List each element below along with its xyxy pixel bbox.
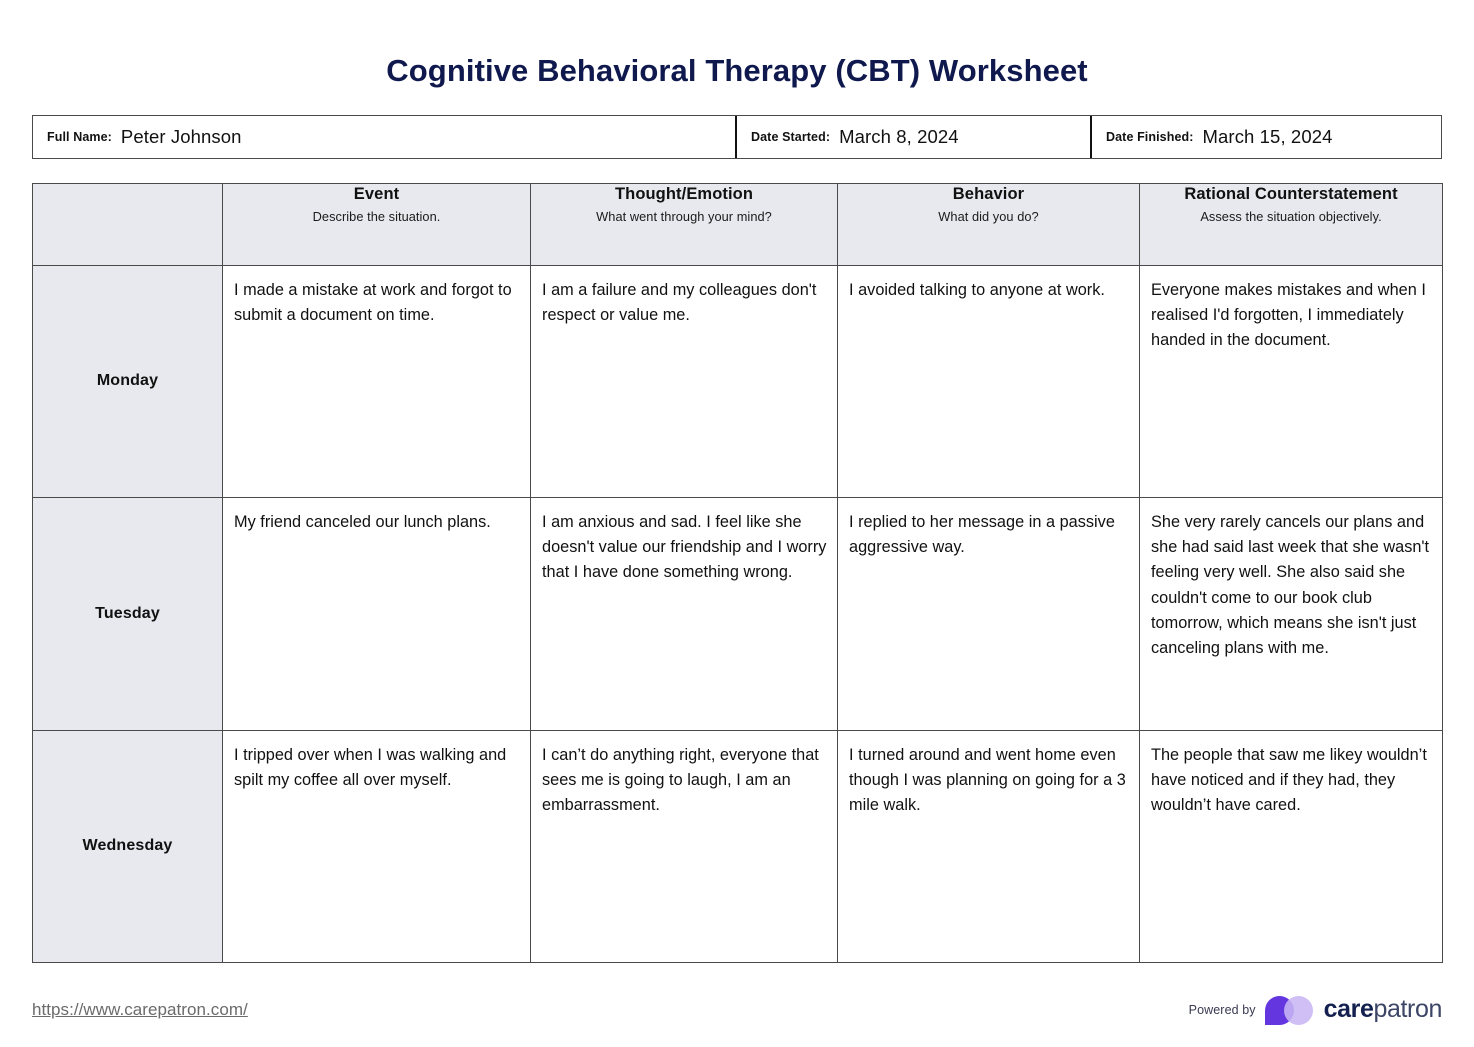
full-name-field[interactable]: Full Name: Peter Johnson <box>33 116 735 158</box>
carepatron-url-link[interactable]: https://www.carepatron.com/ <box>32 999 248 1019</box>
cell-rational-monday[interactable]: Everyone makes mistakes and when I reali… <box>1139 264 1443 498</box>
cell-thought-monday[interactable]: I am a failure and my colleagues don't r… <box>530 264 838 498</box>
cell-thought-tuesday[interactable]: I am anxious and sad. I feel like she do… <box>530 496 838 731</box>
carepatron-branding: Powered by carepatron <box>1189 995 1442 1025</box>
full-name-value: Peter Johnson <box>120 125 242 147</box>
date-finished-field[interactable]: Date Finished: March 15, 2024 <box>1090 115 1441 158</box>
full-name-label: Full Name: <box>47 129 112 144</box>
carepatron-logo-icon <box>1264 995 1315 1025</box>
cell-rational-wednesday[interactable]: The people that saw me likey wouldn’t ha… <box>1139 729 1443 963</box>
table-header-row: Event Describe the situation. Thought/Em… <box>32 182 1443 266</box>
cell-event-tuesday[interactable]: My friend canceled our lunch plans. <box>222 496 531 731</box>
header-subtitle-behavior: What did you do? <box>938 208 1039 224</box>
table-row: Monday I made a mistake at work and forg… <box>32 264 1443 498</box>
day-label-wednesday: Wednesday <box>32 729 223 963</box>
day-label-tuesday: Tuesday <box>32 496 223 731</box>
cell-behavior-tuesday[interactable]: I replied to her message in a passive ag… <box>837 496 1140 731</box>
header-title-thought: Thought/Emotion <box>614 184 754 203</box>
table-row: Wednesday I tripped over when I was walk… <box>32 729 1443 963</box>
cell-event-monday[interactable]: I made a mistake at work and forgot to s… <box>222 264 531 498</box>
date-finished-label: Date Finished: <box>1106 129 1194 144</box>
header-title-event: Event <box>353 184 400 203</box>
cell-event-wednesday[interactable]: I tripped over when I was walking and sp… <box>222 729 531 963</box>
date-finished-value: March 15, 2024 <box>1202 125 1333 147</box>
header-cell-day <box>32 182 223 266</box>
cell-behavior-wednesday[interactable]: I turned around and went home even thoug… <box>837 729 1140 963</box>
header-cell-behavior: Behavior What did you do? <box>837 182 1140 266</box>
logo-circle-shape <box>1283 995 1313 1025</box>
cell-thought-wednesday[interactable]: I can’t do anything right, everyone that… <box>530 729 838 963</box>
worksheet-page: Cognitive Behavioral Therapy (CBT) Works… <box>0 21 1474 1047</box>
powered-by-label: Powered by <box>1188 1002 1256 1017</box>
header-subtitle-event: Describe the situation. <box>312 208 441 224</box>
table-row: Tuesday My friend canceled our lunch pla… <box>32 496 1443 731</box>
cell-behavior-monday[interactable]: I avoided talking to anyone at work. <box>837 264 1140 498</box>
day-label-monday: Monday <box>32 264 223 498</box>
header-title-behavior: Behavior <box>952 184 1025 203</box>
carepatron-wordmark: carepatron <box>1323 995 1443 1024</box>
header-subtitle-thought: What went through your mind? <box>596 208 772 224</box>
wordmark-care: care <box>1323 995 1374 1024</box>
header-cell-rational: Rational Counterstatement Assess the sit… <box>1139 182 1443 266</box>
header-cell-thought: Thought/Emotion What went through your m… <box>530 182 838 266</box>
page-title: Cognitive Behavioral Therapy (CBT) Works… <box>386 52 1088 88</box>
identity-bar: Full Name: Peter Johnson Date Started: M… <box>32 114 1442 159</box>
wordmark-patron: patron <box>1373 995 1443 1024</box>
header-title-rational: Rational Counterstatement <box>1184 184 1398 203</box>
cbt-worksheet-table: Event Describe the situation. Thought/Em… <box>32 182 1443 963</box>
date-started-field[interactable]: Date Started: March 8, 2024 <box>735 115 1090 158</box>
header-cell-event: Event Describe the situation. <box>222 182 531 266</box>
header-subtitle-rational: Assess the situation objectively. <box>1200 208 1382 224</box>
date-started-label: Date Started: <box>751 129 831 144</box>
page-footer: https://www.carepatron.com/ Powered by c… <box>32 995 1442 1025</box>
cell-rational-tuesday[interactable]: She very rarely cancels our plans and sh… <box>1139 496 1443 731</box>
date-started-value: March 8, 2024 <box>839 125 959 147</box>
